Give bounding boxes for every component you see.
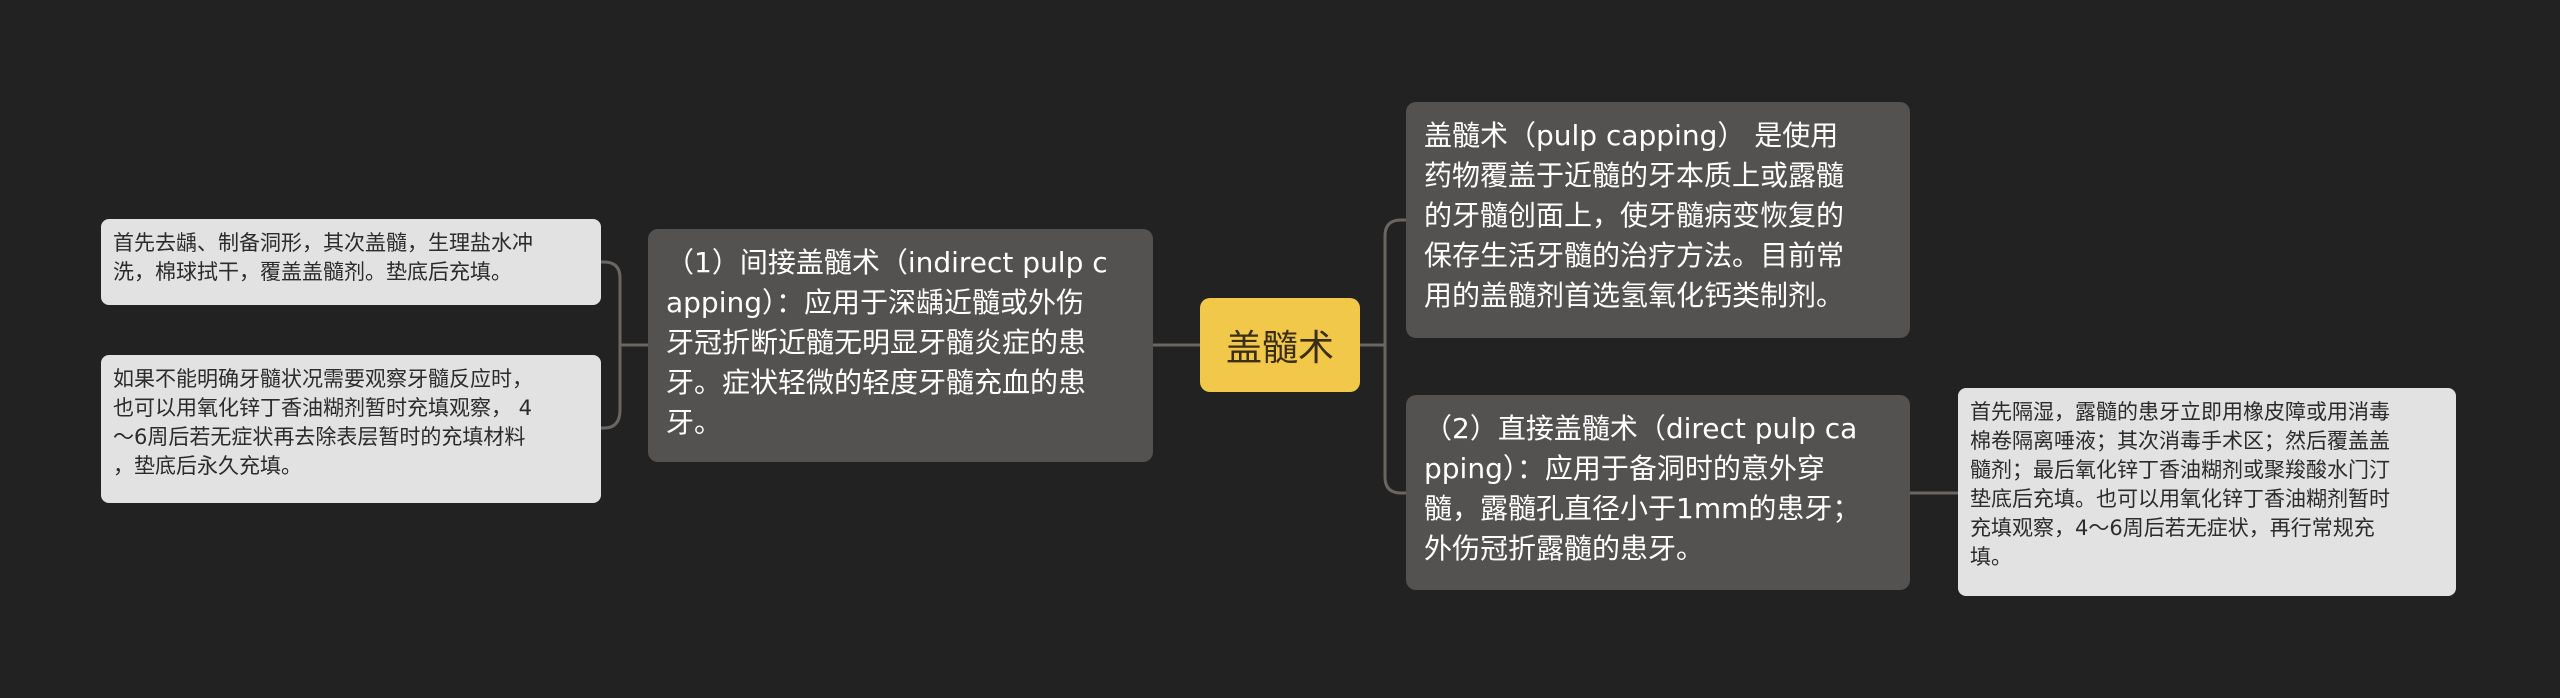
direct-capping-node[interactable]: （2）直接盖髓术（direct pulp ca pping）：应用于备洞时的意外…	[1406, 395, 1910, 590]
root-label: 盖髓术	[1225, 328, 1334, 369]
indirect-steps-leaf[interactable]: 首先去龋、制备洞形，其次盖髓，生理盐水冲 洗，棉球拭干，覆盖盖髓剂。垫底后充填。	[101, 219, 601, 305]
definition-node[interactable]: 盖髓术（pulp capping） 是使用 药物覆盖于近髓的牙本质上或露髓 的牙…	[1406, 102, 1910, 338]
indirect-capping-node[interactable]: （1）间接盖髓术（indirect pulp c apping）：应用于深龋近髓…	[648, 229, 1153, 462]
indirect-observation-leaf[interactable]: 如果不能明确牙髓状况需要观察牙髓反应时， 也可以用氧化锌丁香油糊剂暂时充填观察，…	[101, 355, 601, 503]
edge-right-definition	[1383, 218, 1406, 345]
edge-right-direct	[1383, 345, 1406, 495]
edge-indirect-steps	[601, 260, 648, 347]
edge-indirect-observation	[601, 345, 622, 430]
root-node[interactable]: 盖髓术	[1200, 298, 1360, 392]
direct-steps-leaf[interactable]: 首先隔湿，露髓的患牙立即用橡皮障或用消毒 棉卷隔离唾液；其次消毒手术区；然后覆盖…	[1958, 388, 2456, 596]
